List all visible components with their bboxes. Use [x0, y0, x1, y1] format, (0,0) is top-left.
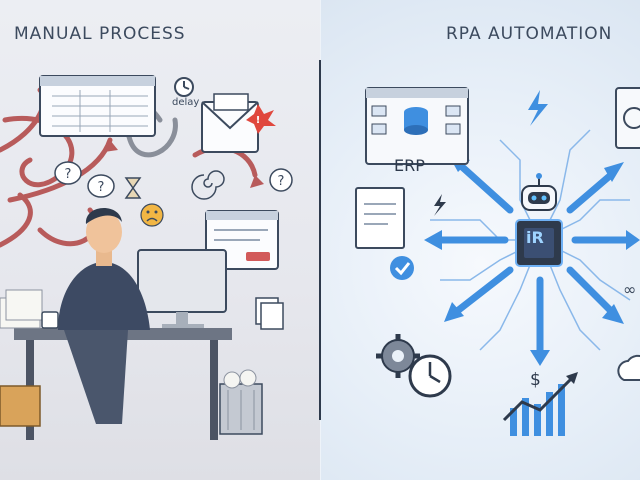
- trend-chart-icon: [502, 372, 578, 436]
- rpa-automation-panel: RPA AUTOMATION ERP iR $ ∞: [321, 0, 640, 480]
- document-stack-icon: [255, 297, 284, 330]
- question-mark-icon: ?: [87, 174, 115, 198]
- robot-icon: [521, 173, 557, 211]
- arrow-head: [104, 140, 118, 152]
- infinity-icon: ∞: [623, 280, 637, 299]
- folder-icon: [0, 385, 41, 427]
- chip-label: iR: [526, 228, 544, 247]
- trash-can-icon: [219, 369, 263, 435]
- stressed-worker: [58, 207, 150, 424]
- chip-icon: [515, 219, 563, 267]
- envelope-alert-icon: !: [201, 93, 276, 153]
- lightning-icon: [528, 90, 548, 126]
- manual-process-illustration: ! ? ? ?: [0, 75, 293, 440]
- manual-process-title: MANUAL PROCESS: [14, 24, 186, 44]
- checked-document-icon: [355, 187, 414, 280]
- question-mark-icon: ?: [269, 168, 293, 192]
- coffee-mug: [41, 311, 59, 329]
- rpa-automation-title: RPA AUTOMATION: [446, 24, 613, 44]
- spreadsheet-icon: [39, 75, 156, 137]
- cloud-icon: [617, 354, 640, 381]
- manual-process-panel: ! ? ? ?: [0, 0, 320, 480]
- panel-divider: [319, 60, 321, 420]
- erp-label: ERP: [394, 156, 425, 175]
- spiral-icon: [191, 170, 225, 200]
- automation-arrows: [436, 161, 632, 354]
- svg-text:!: !: [256, 115, 261, 126]
- svg-text:?: ?: [98, 180, 105, 195]
- computer-monitor: [137, 249, 227, 328]
- erp-window-icon: [365, 87, 469, 165]
- rpa-automation-illustration: [355, 87, 640, 436]
- svg-text:?: ?: [65, 167, 72, 182]
- user-profile-icon: [615, 87, 640, 149]
- lightning-icon: [434, 194, 446, 216]
- clock-icon: [408, 354, 452, 398]
- hourglass-icon: [124, 177, 142, 199]
- question-mark-icon: ?: [54, 161, 82, 185]
- frown-emoji-icon: [140, 203, 164, 227]
- svg-text:?: ?: [278, 174, 285, 189]
- clock-icon: [174, 77, 194, 97]
- delay-label: delay: [172, 97, 200, 108]
- arrow-head: [250, 175, 264, 188]
- currency-symbol: $: [530, 370, 541, 390]
- database-icon: [404, 107, 428, 135]
- gear-icon: [376, 334, 420, 378]
